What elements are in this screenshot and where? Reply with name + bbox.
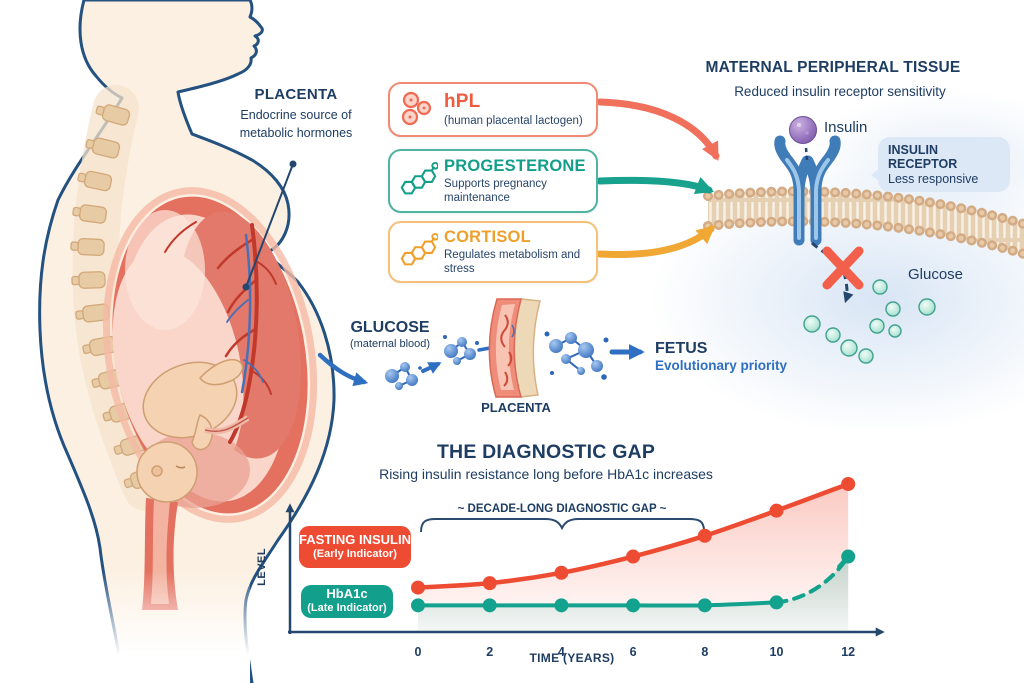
- flow-fetus-subtitle: Evolutionary priority: [655, 358, 788, 373]
- x-axis-label: TIME (YEARS): [529, 651, 615, 665]
- diagnostic-gap-annotation: ~ DECADE-LONG DIAGNOSTIC GAP ~: [457, 503, 667, 515]
- legend-series-sublabel: (Early Indicator): [313, 547, 397, 560]
- flow-arrow-1: [421, 362, 442, 374]
- insulin-binding-dash: [804, 147, 809, 161]
- vesicle-cluster-icon: [401, 91, 432, 125]
- legend-hba1c: HbA1c (Late Indicator): [301, 585, 393, 618]
- hormone-subtitle: (human placental lactogen): [444, 114, 583, 127]
- legend-fasting-insulin: FASTING INSULIN (Early Indicator): [299, 526, 411, 568]
- hormone-card-progesterone: PROGESTERONE Supports pregnancy maintena…: [388, 149, 598, 213]
- legend-series-name: HbA1c: [326, 586, 368, 602]
- flow-dash: [477, 346, 492, 352]
- hormone-title: hPL: [444, 90, 481, 112]
- insulin-receptor-icon: [774, 135, 841, 246]
- svg-text:4: 4: [558, 645, 565, 659]
- svg-text:0: 0: [415, 645, 422, 659]
- fetus: [136, 358, 250, 503]
- hormone-title: CORTISOL: [444, 227, 531, 246]
- placenta-pointer-line: [242, 160, 297, 291]
- hormone-card-hpl: hPL (human placental lactogen): [388, 82, 598, 137]
- glucose-molecule-cluster-2: [443, 335, 479, 365]
- steroid-molecule-icon: [400, 232, 438, 266]
- glucose-dots: [803, 279, 936, 364]
- insulin-sphere-icon: [789, 116, 817, 144]
- diagnostic-gap-brace: [420, 518, 705, 533]
- svg-text:6: 6: [630, 645, 637, 659]
- receptor-callout-title: INSULIN RECEPTOR: [888, 143, 958, 171]
- glucose-molecule-cluster-3: [544, 331, 609, 380]
- glucose-label: Glucose: [908, 266, 964, 283]
- placenta-slab: [488, 298, 541, 398]
- glucose-molecule-cluster-1: [385, 362, 422, 390]
- insulin-receptor-callout: INSULIN RECEPTOR Less responsive: [871, 137, 1010, 192]
- hormone-subtitle: Regulates metabolism and stress: [444, 248, 581, 275]
- red-x-icon: [822, 246, 864, 290]
- hormone-card-cortisol: CORTISOL Regulates metabolism and stress: [388, 221, 598, 283]
- hpl-arrow: [596, 98, 720, 161]
- flow-placenta-label: PLACENTA: [481, 400, 551, 415]
- placenta-callout-line1: Endocrine source of: [240, 108, 352, 122]
- y-axis-label: LEVEL: [256, 547, 269, 586]
- hormone-title: PROGESTERONE: [444, 156, 586, 175]
- chart-series-layer: 0 2 4 6 8 10 12: [411, 477, 856, 659]
- cortisol-arrow: [596, 225, 716, 258]
- chart-title: THE DIAGNOSTIC GAP: [436, 441, 656, 463]
- svg-text:10: 10: [770, 645, 784, 659]
- svg-text:2: 2: [486, 645, 493, 659]
- flow-glucose-title: GLUCOSE: [350, 319, 430, 336]
- svg-text:12: 12: [841, 645, 855, 659]
- glucose-from-mother-arrow: [317, 352, 369, 387]
- hormone-subtitle: Supports pregnancy maintenance: [444, 177, 547, 204]
- progesterone-arrow: [596, 176, 715, 194]
- steroid-molecule-icon: [400, 161, 438, 195]
- receptor-callout-subtitle: Less responsive: [888, 172, 979, 186]
- flow-glucose-subtitle: (maternal blood): [349, 338, 431, 350]
- svg-text:8: 8: [701, 645, 708, 659]
- legend-series-name: FASTING INSULIN: [299, 531, 411, 547]
- placenta-callout-title: PLACENTA: [254, 86, 338, 103]
- cell-membrane: [703, 186, 1024, 259]
- tissue-title: MATERNAL PERIPHERAL TISSUE: [705, 59, 961, 76]
- bottom-fade: [0, 570, 250, 683]
- pregnant-woman-illustration: [0, 0, 336, 683]
- insulin-label: Insulin: [824, 119, 868, 136]
- flow-fetus-label: FETUS: [655, 340, 708, 357]
- legend-series-sublabel: (Late Indicator): [307, 602, 387, 615]
- chart-subtitle: Rising insulin resistance long before Hb…: [379, 466, 713, 482]
- tissue-subtitle: Reduced insulin receptor sensitivity: [734, 84, 946, 99]
- placenta-callout-line2: metabolic hormones: [239, 126, 353, 140]
